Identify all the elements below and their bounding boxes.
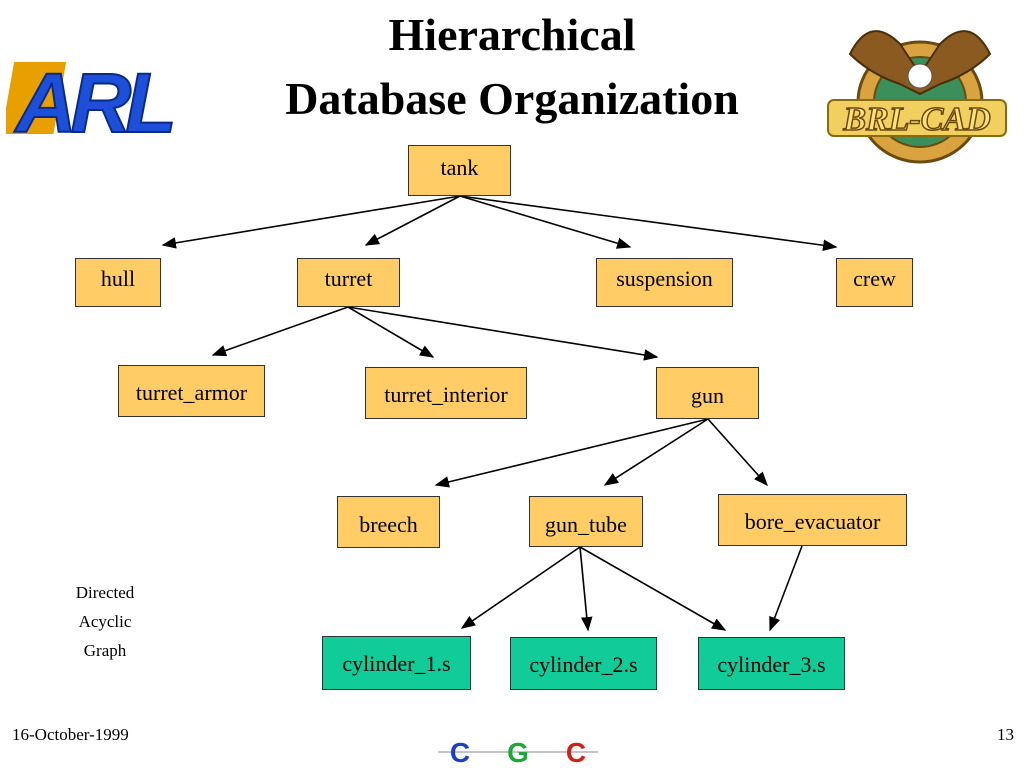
page-number: 13: [997, 725, 1014, 744]
arl-logo: ARL: [6, 55, 176, 150]
edge-gun-to-gun-tube: [603, 418, 709, 486]
brl-cad-logo: BRL-CAD: [827, 30, 1007, 164]
node-gun-tube[interactable]: gun_tube: [529, 496, 643, 547]
edge-tank-to-crew: [459, 195, 838, 251]
caption-line-3: Graph: [83, 641, 127, 660]
node-turret[interactable]: turret: [297, 258, 400, 307]
node-suspension[interactable]: suspension: [596, 258, 733, 307]
brl-cad-banner: BRL-CAD: [842, 101, 990, 138]
node-hull[interactable]: hull: [75, 258, 161, 307]
edge-gun-tube-to-cylinder-3: [579, 546, 727, 631]
caption-line-2: Acyclic: [78, 612, 132, 631]
cgc-letter-1: C: [450, 738, 470, 766]
edge-bore-evacuator-to-cylinder-3: [769, 545, 803, 632]
slide-date: 16-October-1999: [12, 725, 129, 744]
cgc-letter-3: C: [566, 738, 586, 766]
node-tank[interactable]: tank: [408, 145, 511, 196]
node-breech[interactable]: breech: [337, 496, 440, 548]
node-bore-evacuator[interactable]: bore_evacuator: [718, 494, 907, 546]
slide-title-line2: Database Organization: [285, 73, 739, 124]
edge-gun-tube-to-cylinder-1: [460, 546, 581, 629]
edge-turret-to-gun: [347, 306, 659, 361]
edge-gun-tube-to-cylinder-2: [579, 546, 593, 632]
node-cylinder-2[interactable]: cylinder_2.s: [510, 637, 657, 690]
edge-tank-to-turret: [364, 195, 461, 246]
dag-caption: Directed Acyclic Graph: [50, 578, 160, 665]
node-cylinder-1[interactable]: cylinder_1.s: [322, 636, 471, 690]
cgc-logo: C G C: [438, 738, 598, 766]
node-cylinder-3[interactable]: cylinder_3.s: [698, 637, 845, 690]
caption-line-1: Directed: [75, 583, 135, 602]
edge-gun-to-breech: [434, 418, 709, 488]
node-crew[interactable]: crew: [836, 258, 913, 307]
node-turret-armor[interactable]: turret_armor: [118, 365, 265, 417]
edge-turret-to-turret-interior: [347, 306, 435, 358]
edge-turret-to-turret-armor: [211, 306, 349, 357]
node-gun[interactable]: gun: [656, 367, 759, 419]
arl-logo-letters: ARL: [14, 56, 172, 150]
cgc-letter-2: G: [507, 738, 529, 766]
slide-title-line1: Hierarchical: [388, 9, 636, 60]
edge-tank-to-suspension: [459, 195, 632, 249]
edge-gun-to-bore-evacuator: [707, 418, 768, 487]
node-turret-interior[interactable]: turret_interior: [365, 367, 527, 419]
edge-tank-to-hull: [161, 195, 461, 249]
